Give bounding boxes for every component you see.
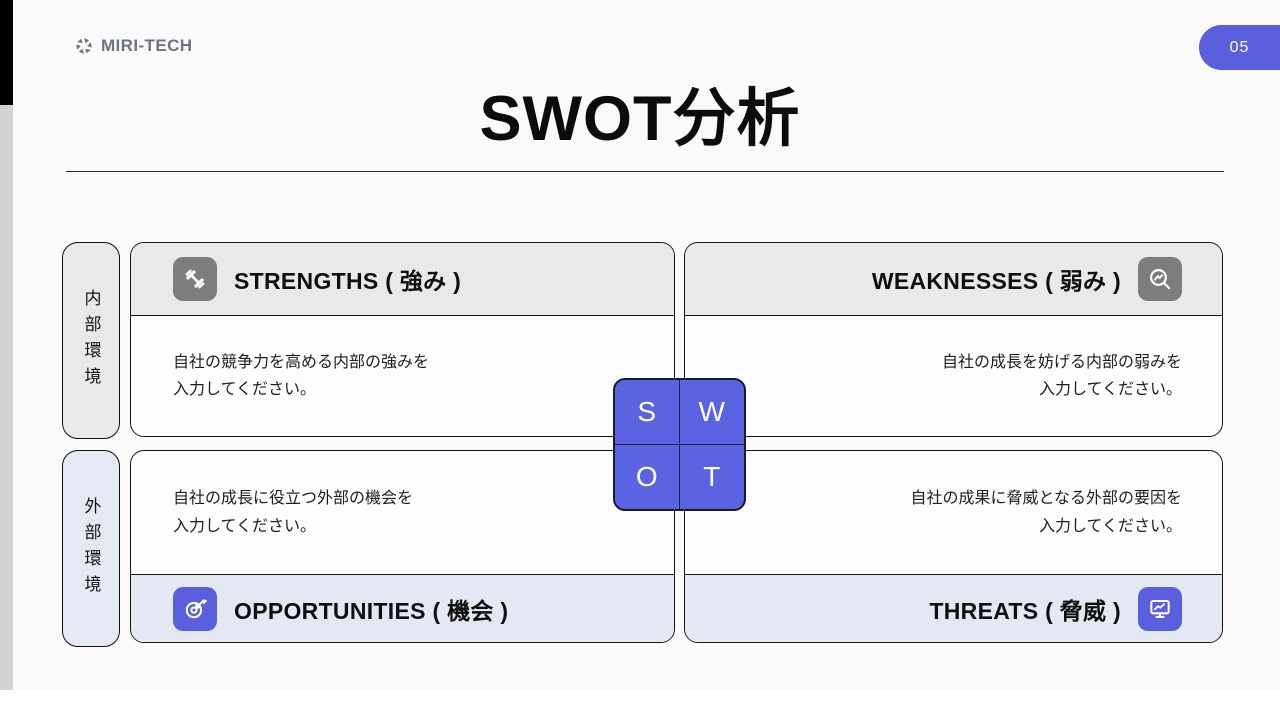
swot-matrix-cell-t: T [703,460,721,492]
strengths-header: STRENGTHS ( 強み ) [131,243,674,316]
weaknesses-title: WEAKNESSES ( 弱み ) [871,268,1121,294]
weaknesses-header: WEAKNESSES ( 弱み ) [685,243,1222,316]
weaknesses-body: 自社の成長を妨げる内部の弱みを 入力してください。 [685,316,1222,436]
threats-body: 自社の成果に脅威となる外部の要因を 入力してください。 [685,451,1222,574]
threats-placeholder-text: 自社の成果に脅威となる外部の要因を 入力してください。 [910,490,1182,535]
swot-matrix: S W O T [613,378,746,511]
threats-title: THREATS ( 脅威 ) [929,597,1121,624]
row-label-internal-text: 内部環境 [81,288,101,393]
title-divider [66,171,1224,172]
row-label-external-text: 外部環境 [81,496,101,601]
strengths-card: STRENGTHS ( 強み ) 自社の競争力を高める内部の強みを 入力してくだ… [130,242,675,437]
page-title: SWOT分析 [479,84,801,154]
dumbbell-icon [173,257,217,301]
left-edge-black-bar [0,0,13,105]
brand-logo: MIRI-TECH [74,36,192,56]
row-label-external-environment: 外部環境 [62,450,120,647]
threats-header: THREATS ( 脅威 ) [685,574,1222,642]
swot-matrix-cell-o: O [615,444,680,509]
weaknesses-placeholder-text: 自社の成長を妨げる内部の弱みを 入力してください。 [941,353,1182,398]
brand-name: MIRI-TECH [101,36,193,55]
aperture-logo-icon [74,36,94,56]
slide-background: MIRI-TECH 05 SWOT分析 内部環境 外部環境 [0,0,1280,690]
monitor-chart-icon [1138,586,1182,631]
threats-card: 自社の成果に脅威となる外部の要因を 入力してください。 THREATS ( 脅威… [684,450,1223,643]
strengths-placeholder-text: 自社の競争力を高める内部の強みを 入力してください。 [173,353,430,398]
target-arrow-icon [173,586,217,631]
page-number-badge: 05 [1199,25,1280,70]
weaknesses-card: WEAKNESSES ( 弱み ) 自社の成長を妨げる内部の弱みを 入力してくだ… [684,242,1223,437]
opportunities-card: 自社の成長に役立つ外部の機会を 入力してください。 OPPORTUNITIES … [130,450,675,643]
opportunities-body: 自社の成長に役立つ外部の機会を 入力してください。 [131,451,674,574]
opportunities-title: OPPORTUNITIES ( 機会 ) [234,597,509,624]
swot-matrix-cell-s: S [615,380,680,445]
row-label-internal-environment: 内部環境 [62,242,120,439]
bottom-white-strip [0,690,1280,720]
opportunities-header: OPPORTUNITIES ( 機会 ) [131,574,674,642]
magnifier-trend-icon [1138,257,1182,301]
swot-matrix-cell-w: W [679,380,744,445]
strengths-title: STRENGTHS ( 強み ) [234,268,462,294]
opportunities-placeholder-text: 自社の成長に役立つ外部の機会を 入力してください。 [173,490,414,535]
left-edge-gray-bar [0,105,13,690]
strengths-body: 自社の競争力を高める内部の強みを 入力してください。 [131,316,674,436]
